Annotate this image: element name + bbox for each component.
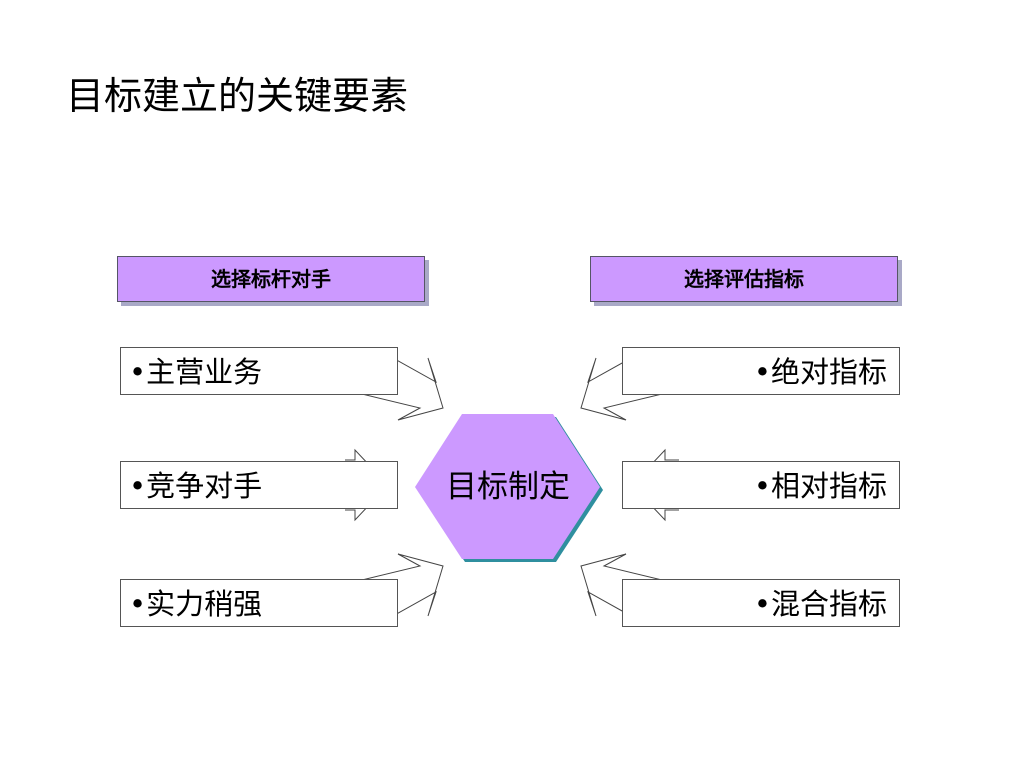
metric-item-absolute: •绝对指标 — [622, 347, 900, 395]
benchmark-item-stronger: •实力稍强 — [120, 579, 398, 627]
metrics-header: 选择评估指标 — [590, 256, 898, 302]
benchmark-item-competitor: •竞争对手 — [120, 461, 398, 509]
goal-label: 目标制定 — [446, 469, 570, 505]
metric-item-relative: •相对指标 — [622, 461, 900, 509]
page-title: 目标建立的关键要素 — [66, 74, 409, 118]
metric-item-mixed: •混合指标 — [622, 579, 900, 627]
benchmark-header: 选择标杆对手 — [117, 256, 425, 302]
benchmark-item-main-business: •主营业务 — [120, 347, 398, 395]
goal-hexagon — [415, 414, 600, 559]
